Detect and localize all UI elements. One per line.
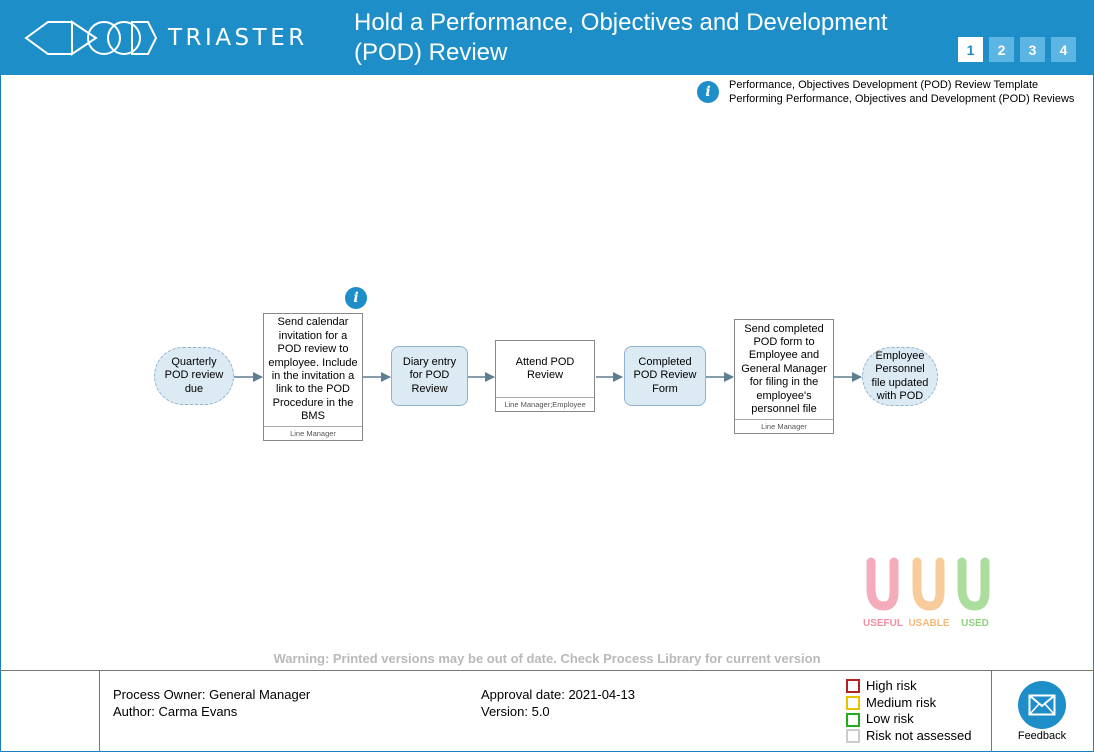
uuu-useful-shape xyxy=(866,557,899,611)
footer-right-box xyxy=(991,671,1094,752)
task-send-completed-form-label: Send completed POD form to Employee and … xyxy=(741,322,827,416)
feedback-label: Feedback xyxy=(1017,730,1067,742)
link-pod-template[interactable]: Performance, Objectives Development (POD… xyxy=(729,79,1039,91)
process-owner: Process Owner: General Manager xyxy=(113,687,311,702)
page-4-button[interactable]: 4 xyxy=(1051,37,1076,62)
page-title: Hold a Performance, Objectives and Devel… xyxy=(354,9,888,66)
task-attend-review-label: Attend POD Review xyxy=(515,355,575,381)
approval-info: Approval date: 2021-04-13 Version: 5.0 xyxy=(481,686,635,720)
brand-name: TRIASTER xyxy=(168,25,308,51)
output-diary-entry-label: Diary entry for POD Review xyxy=(402,355,457,395)
approval-date: Approval date: 2021-04-13 xyxy=(481,687,635,702)
end-event-node[interactable]: Employee Personnel file updated with POD xyxy=(862,347,938,406)
task-send-invitation-label: Send calendar invitation for a POD revie… xyxy=(268,316,358,423)
related-docs-info-icon[interactable]: i xyxy=(697,81,719,103)
uuu-used-shape xyxy=(957,557,990,611)
medium-risk-swatch xyxy=(846,696,860,711)
output-diary-entry[interactable]: Diary entry for POD Review xyxy=(391,346,468,406)
start-event-label: Quarterly POD review due xyxy=(164,355,224,395)
header-bar: TRIASTER Hold a Performance, Objectives … xyxy=(0,0,1094,75)
uuu-used-label: USED xyxy=(961,618,989,629)
risk-legend: High risk Medium risk Low risk Risk not … xyxy=(846,678,972,745)
feedback-button[interactable] xyxy=(1018,681,1066,729)
page-2-button[interactable]: 2 xyxy=(989,37,1014,62)
version: Version: 5.0 xyxy=(481,704,550,719)
low-risk-swatch xyxy=(846,712,860,727)
high-risk-swatch xyxy=(846,679,860,694)
legend-high-risk: High risk xyxy=(846,678,972,695)
page-1-button[interactable]: 1 xyxy=(958,37,983,62)
low-risk-label: Low risk xyxy=(866,711,914,727)
end-event-label: Employee Personnel file updated with POD xyxy=(871,349,929,402)
uuu-useful-label: USEFUL xyxy=(863,618,903,629)
envelope-icon xyxy=(1028,694,1056,716)
start-event-node[interactable]: Quarterly POD review due xyxy=(154,347,234,405)
legend-low-risk: Low risk xyxy=(846,711,972,728)
author: Author: Carma Evans xyxy=(113,704,238,719)
legend-not-assessed: Risk not assessed xyxy=(846,728,972,745)
owner-info: Process Owner: General Manager Author: C… xyxy=(113,686,310,720)
page-navigation: 1 2 3 4 xyxy=(958,37,1076,62)
useful-usable-used-logo-icon: USEFUL USABLE USED xyxy=(863,557,990,629)
page-3-button[interactable]: 3 xyxy=(1020,37,1045,62)
high-risk-label: High risk xyxy=(866,678,917,693)
task-send-invitation[interactable]: Send calendar invitation for a POD revie… xyxy=(263,313,363,441)
task-attend-review-role: Line Manager;Employee xyxy=(496,397,594,411)
step1-info-icon[interactable]: i xyxy=(345,287,367,309)
related-docs-links: Performance, Objectives Development (POD… xyxy=(729,78,1074,106)
triaster-logo-icon xyxy=(24,20,158,56)
uuu-usable-label: USABLE xyxy=(908,618,949,629)
link-performing-pod-reviews[interactable]: Performing Performance, Objectives and D… xyxy=(729,93,1075,105)
task-send-completed-form[interactable]: Send completed POD form to Employee and … xyxy=(734,319,834,434)
uuu-usable-shape xyxy=(912,557,945,611)
output-completed-form[interactable]: Completed POD Review Form xyxy=(624,346,706,406)
footer-left-box xyxy=(0,671,100,752)
footer: Process Owner: General Manager Author: C… xyxy=(0,670,1094,752)
output-completed-form-label: Completed POD Review Form xyxy=(633,355,697,395)
task-send-completed-form-role: Line Manager xyxy=(735,419,833,433)
medium-risk-label: Medium risk xyxy=(866,694,937,710)
task-send-invitation-role: Line Manager xyxy=(264,426,362,440)
task-attend-review[interactable]: Attend POD Review Line Manager;Employee xyxy=(495,340,595,412)
print-warning: Warning: Printed versions may be out of … xyxy=(273,651,821,666)
not-assessed-swatch xyxy=(846,729,860,744)
legend-medium-risk: Medium risk xyxy=(846,695,972,712)
not-assessed-label: Risk not assessed xyxy=(866,728,972,744)
